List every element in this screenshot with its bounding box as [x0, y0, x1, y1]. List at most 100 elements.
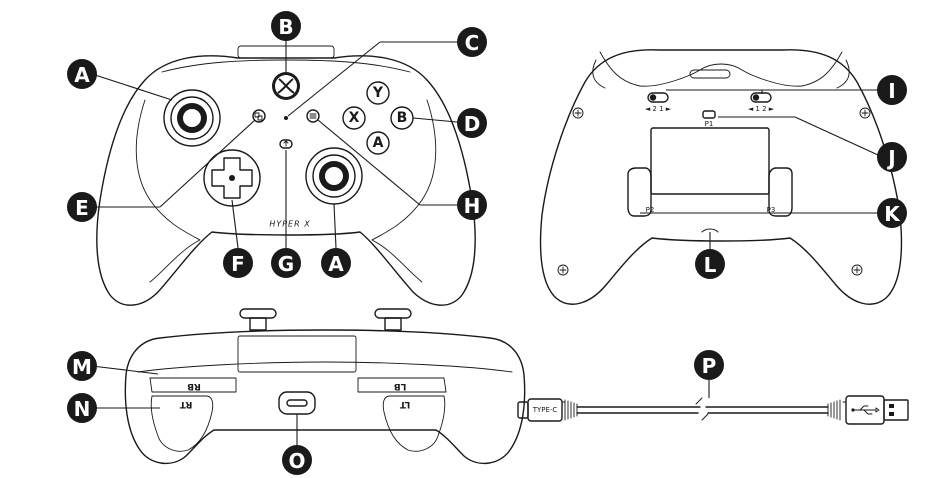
leader-c-d — [287, 41, 381, 117]
callout-a-bottom: A — [321, 248, 351, 278]
back-top-trigger-contour — [599, 51, 843, 87]
profile-button-p1[interactable]: P1 — [702, 110, 716, 128]
svg-text:Y: Y — [372, 85, 384, 101]
leader-m — [91, 365, 159, 375]
svg-text:G: G — [278, 252, 294, 276]
face-button-b[interactable]: B — [390, 106, 414, 130]
back-paddle-p2[interactable]: P2 — [627, 167, 655, 217]
leader-j-d — [794, 116, 879, 156]
callout-d: D — [457, 108, 487, 138]
svg-text:I: I — [888, 79, 895, 103]
callout-i: I — [877, 75, 907, 105]
label-rb: RB — [187, 381, 201, 391]
back-top-port-slot — [689, 69, 731, 79]
top-thumbstick-right — [374, 308, 412, 331]
callout-k: K — [877, 198, 907, 228]
callout-m: M — [67, 351, 97, 381]
callout-c: C — [457, 27, 487, 57]
front-grip-right-inner — [371, 99, 437, 283]
callout-b: B — [271, 11, 301, 41]
usb-trident-icon — [851, 405, 880, 415]
top-thumbstick-left — [239, 308, 277, 331]
headset-jack — [701, 228, 719, 233]
cable-usb-a-pin-top — [889, 404, 894, 408]
face-button-y[interactable]: Y — [366, 81, 390, 105]
svg-text:J: J — [886, 146, 895, 170]
top-view: RB LB RT LT — [91, 308, 526, 465]
svg-text:D: D — [464, 112, 481, 136]
right-thumbstick[interactable] — [305, 147, 363, 205]
label-rt: RT — [179, 399, 193, 409]
svg-text:F: F — [231, 252, 245, 276]
callout-n: N — [67, 393, 97, 423]
top-rt-trigger — [150, 395, 214, 452]
svg-text:N: N — [74, 397, 91, 421]
label-lt: LT — [399, 399, 410, 409]
hyperx-logo: HYPER X — [269, 220, 310, 229]
callout-l: L — [695, 249, 725, 279]
svg-text:O: O — [288, 449, 305, 473]
callout-j: J — [877, 142, 907, 172]
leader-h-d — [317, 119, 421, 206]
svg-text:P: P — [702, 354, 717, 378]
usb-c-port[interactable] — [278, 391, 316, 415]
view-button[interactable] — [252, 109, 266, 123]
callout-f: F — [223, 248, 253, 278]
cable-usb-c-housing — [527, 398, 563, 422]
callout-p: P — [694, 350, 724, 380]
cable-strain-relief-right — [827, 399, 847, 421]
top-body-outline — [124, 329, 526, 465]
battery-compartment — [650, 127, 770, 195]
cable-break-mark — [695, 397, 709, 421]
svg-text:P1: P1 — [705, 120, 714, 128]
svg-text:H: H — [464, 194, 481, 218]
menu-button[interactable] — [306, 109, 320, 123]
cable-usb-a-plug — [883, 399, 909, 421]
cable-type-c-label: TYPE-C — [532, 406, 558, 414]
svg-text:◄ 1 2 ►: ◄ 1 2 ► — [748, 105, 775, 113]
svg-text:P3: P3 — [767, 206, 776, 214]
svg-text:A: A — [373, 135, 384, 151]
svg-text:A: A — [328, 252, 344, 276]
back-screw-top-left — [572, 107, 584, 119]
trigger-lock-switch-right[interactable]: ◄ 1 2 ► — [748, 92, 775, 113]
leader-a-top — [91, 73, 173, 101]
callout-a-top: A — [67, 59, 97, 89]
top-lt-trigger — [382, 395, 446, 452]
svg-text:P2: P2 — [646, 206, 655, 214]
top-bumper-seam — [137, 361, 513, 373]
dpad[interactable] — [203, 149, 261, 207]
trigger-lock-switch-left[interactable]: ◄ 2 1 ► — [645, 92, 672, 113]
svg-text:X: X — [349, 110, 360, 126]
cable-strain-relief-left — [561, 399, 578, 421]
front-view: Y X B A HYPER X — [91, 40, 476, 306]
back-left-trigger-edge — [592, 59, 606, 89]
back-view: ◄ 2 1 ► ◄ 1 2 ► P1 P2 P3 — [539, 49, 903, 305]
svg-text:M: M — [72, 355, 92, 379]
cable-usb-a-pin-bottom — [889, 412, 894, 416]
top-rb-bumper — [149, 377, 237, 393]
face-button-x[interactable]: X — [342, 106, 366, 130]
svg-text:◄ 2 1 ►: ◄ 2 1 ► — [645, 105, 672, 113]
face-button-a[interactable]: A — [366, 131, 390, 155]
back-screw-top-right — [859, 107, 871, 119]
back-body-outline — [539, 49, 903, 305]
svg-text:B: B — [278, 15, 293, 39]
top-center-panel — [237, 335, 357, 373]
back-right-trigger-edge — [836, 59, 850, 89]
xbox-guide-button[interactable] — [272, 72, 300, 100]
leader-e-d — [159, 119, 256, 208]
back-paddle-p3[interactable]: P3 — [767, 167, 793, 217]
svg-text:K: K — [884, 202, 901, 226]
callout-e: E — [67, 192, 97, 222]
callout-g: G — [271, 248, 301, 278]
leader-f — [231, 199, 239, 249]
back-screw-bottom-left — [557, 264, 569, 276]
share-button[interactable] — [279, 139, 293, 149]
callout-o: O — [282, 445, 312, 475]
svg-text:C: C — [465, 31, 480, 55]
svg-text:B: B — [397, 110, 408, 126]
left-thumbstick[interactable] — [163, 89, 221, 147]
top-lb-bumper — [357, 377, 447, 393]
